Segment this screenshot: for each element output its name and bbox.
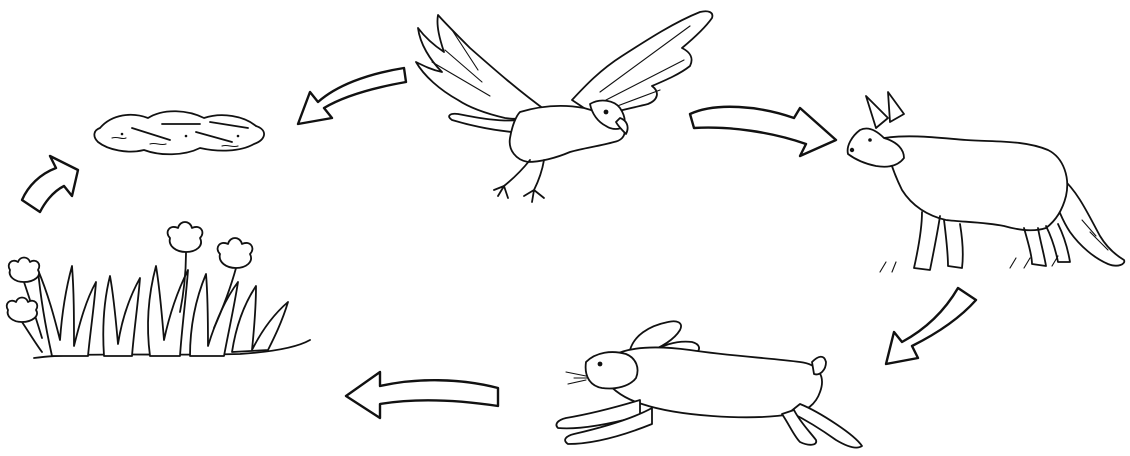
flower xyxy=(218,238,253,268)
arrow-fox-to-rabbit xyxy=(886,288,976,364)
flower xyxy=(7,298,38,323)
fox-icon xyxy=(848,92,1125,272)
arrow-rabbit-to-plants xyxy=(346,372,498,418)
rabbit-icon xyxy=(556,321,862,447)
plants-icon xyxy=(7,222,310,358)
flower xyxy=(168,222,203,252)
arrow-plants-to-remains xyxy=(22,156,78,212)
remains-icon xyxy=(94,111,264,154)
arrow-hawk-to-fox xyxy=(690,107,836,156)
hawk-icon xyxy=(416,11,712,202)
flower xyxy=(9,258,40,283)
arrow-hawk-to-remains xyxy=(298,68,406,124)
